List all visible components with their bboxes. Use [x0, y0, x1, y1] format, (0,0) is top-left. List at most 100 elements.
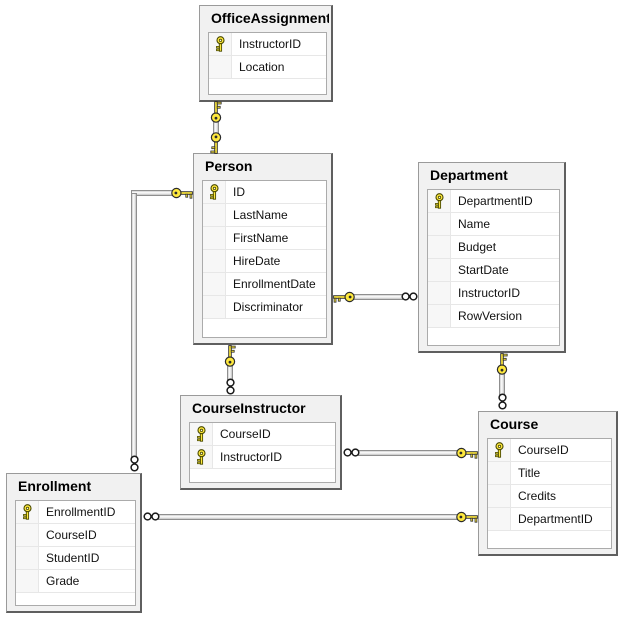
primary-key-icon [190, 423, 213, 445]
column-name: EnrollmentDate [233, 277, 316, 291]
column-row[interactable]: HireDate [203, 250, 326, 273]
infinity-many-end-icon [225, 377, 235, 395]
key-cell-empty [203, 204, 226, 226]
key-one-end-icon [210, 101, 222, 123]
column-name: ID [233, 185, 245, 199]
column-name: Title [518, 466, 541, 480]
column-name: Name [458, 217, 491, 231]
relationship-line-person-enrollment[interactable] [131, 190, 175, 196]
column-row[interactable]: RowVersion [428, 305, 559, 328]
infinity-many-end-icon [129, 454, 139, 472]
table-title: Person [205, 158, 253, 174]
column-name: InstructorID [220, 450, 283, 464]
key-cell-empty [488, 508, 511, 530]
primary-key-icon [488, 439, 511, 461]
column-name: InstructorID [239, 37, 302, 51]
table-title: Course [490, 416, 539, 432]
column-name: Location [239, 60, 285, 74]
table-title: CourseInstructor [192, 400, 306, 416]
relationship-line-department-course[interactable] [499, 373, 505, 395]
key-one-end-icon [496, 353, 508, 375]
key-cell-empty [488, 462, 511, 484]
key-cell-empty [16, 570, 39, 592]
column-name: LastName [233, 208, 288, 222]
key-cell-empty [428, 259, 451, 281]
column-row[interactable]: InstructorID [190, 446, 335, 469]
column-name: RowVersion [458, 309, 523, 323]
column-row[interactable]: Grade [16, 570, 135, 593]
columns-grid: CourseID InstructorID [189, 422, 336, 483]
key-one-end-icon [171, 187, 193, 199]
relationship-line-course-enrollment[interactable] [158, 513, 459, 520]
column-name: DepartmentID [458, 194, 533, 208]
table-title: OfficeAssignment [211, 10, 329, 26]
column-name: Credits [518, 489, 557, 503]
key-one-end-icon [333, 291, 355, 303]
key-one-end-icon [456, 447, 478, 459]
column-row[interactable]: EnrollmentDate [203, 273, 326, 296]
column-row[interactable]: Location [209, 56, 326, 79]
column-row[interactable]: Discriminator [203, 296, 326, 319]
column-row[interactable]: LastName [203, 204, 326, 227]
table-title: Department [430, 167, 508, 183]
relationship-line-person-department[interactable] [352, 293, 403, 300]
column-name: CourseID [46, 528, 97, 542]
primary-key-icon [203, 181, 226, 203]
infinity-many-end-icon [342, 448, 360, 457]
column-name: HireDate [233, 254, 281, 268]
primary-key-icon [209, 33, 232, 55]
relationship-line-person-enrollment[interactable] [131, 193, 137, 458]
column-name: EnrollmentID [46, 505, 116, 519]
table-title: Enrollment [18, 478, 92, 494]
column-row[interactable]: DepartmentID [428, 190, 559, 213]
key-cell-empty [203, 273, 226, 295]
column-row[interactable]: InstructorID [209, 33, 326, 56]
key-one-end-icon [209, 132, 222, 154]
column-name: CourseID [518, 443, 569, 457]
infinity-many-end-icon [497, 392, 507, 410]
column-name: DepartmentID [518, 512, 593, 526]
column-row[interactable]: Budget [428, 236, 559, 259]
column-row[interactable]: InstructorID [428, 282, 559, 305]
key-cell-empty [209, 56, 232, 78]
column-name: CourseID [220, 427, 271, 441]
column-row[interactable]: Title [488, 462, 611, 485]
column-row[interactable]: EnrollmentID [16, 501, 135, 524]
key-one-end-icon [456, 511, 478, 523]
primary-key-icon [428, 190, 451, 212]
column-row[interactable]: FirstName [203, 227, 326, 250]
column-row[interactable]: Name [428, 213, 559, 236]
column-row[interactable]: CourseID [488, 439, 611, 462]
key-cell-empty [428, 236, 451, 258]
column-row[interactable]: StudentID [16, 547, 135, 570]
key-one-end-icon [224, 345, 236, 367]
columns-grid: InstructorID Location [208, 32, 327, 95]
key-cell-empty [428, 305, 451, 327]
primary-key-icon [190, 446, 213, 468]
column-row[interactable]: CourseID [190, 423, 335, 446]
column-row[interactable]: CourseID [16, 524, 135, 547]
key-cell-empty [428, 213, 451, 235]
relationship-line-course-courseinstructor[interactable] [358, 449, 459, 456]
column-row[interactable]: Credits [488, 485, 611, 508]
column-row[interactable]: DepartmentID [488, 508, 611, 531]
infinity-many-end-icon [142, 512, 160, 521]
key-cell-empty [203, 250, 226, 272]
key-cell-empty [203, 227, 226, 249]
column-row[interactable]: StartDate [428, 259, 559, 282]
column-row[interactable]: ID [203, 181, 326, 204]
column-name: StartDate [458, 263, 509, 277]
key-cell-empty [428, 282, 451, 304]
column-name: StudentID [46, 551, 100, 565]
key-cell-empty [16, 524, 39, 546]
key-cell-empty [16, 547, 39, 569]
